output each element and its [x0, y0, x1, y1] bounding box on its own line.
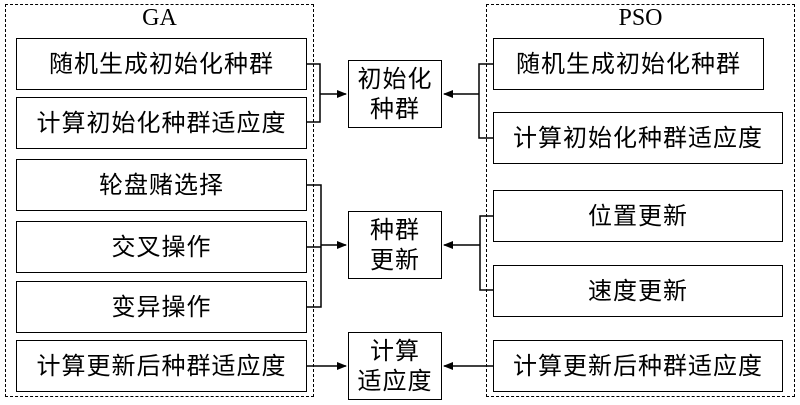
- ga-init-bracket: [307, 63, 321, 123]
- pso-updated-fitness-box: 计算更新后种群适应度: [493, 340, 783, 392]
- population-update-line1: 种群: [370, 216, 420, 244]
- ga-init-fitness-box: 计算初始化种群适应度: [16, 97, 307, 149]
- compute-fitness-line1: 计算: [370, 337, 420, 365]
- population-update-box: 种群 更新: [348, 211, 442, 279]
- compute-fitness-line2: 适应度: [357, 367, 433, 395]
- pso-update-bracket: [479, 215, 493, 291]
- compute-fitness-box: 计算 适应度: [348, 332, 442, 400]
- ga-title: GA: [142, 5, 177, 31]
- init-population-line2: 种群: [370, 95, 420, 123]
- ga-panel: [5, 4, 314, 397]
- init-population-line1: 初始化: [357, 65, 433, 93]
- population-update-line2: 更新: [370, 246, 420, 274]
- pso-init-random-box: 随机生成初始化种群: [493, 38, 764, 90]
- pso-position-update-box: 位置更新: [493, 190, 783, 242]
- pso-title: PSO: [618, 5, 663, 31]
- pso-init-bracket: [478, 63, 493, 139]
- init-population-box: 初始化 种群: [348, 60, 442, 128]
- ga-crossover-box: 交叉操作: [16, 221, 307, 273]
- pso-panel: [486, 4, 795, 397]
- ga-ops-bracket: [307, 184, 322, 308]
- ga-updated-fitness-box: 计算更新后种群适应度: [16, 340, 307, 392]
- pso-init-fitness-box: 计算初始化种群适应度: [493, 112, 783, 164]
- ga-mutation-box: 变异操作: [16, 281, 307, 333]
- ga-init-random-box: 随机生成初始化种群: [16, 38, 307, 90]
- ga-roulette-box: 轮盘赌选择: [16, 159, 307, 211]
- pso-velocity-update-box: 速度更新: [493, 265, 783, 317]
